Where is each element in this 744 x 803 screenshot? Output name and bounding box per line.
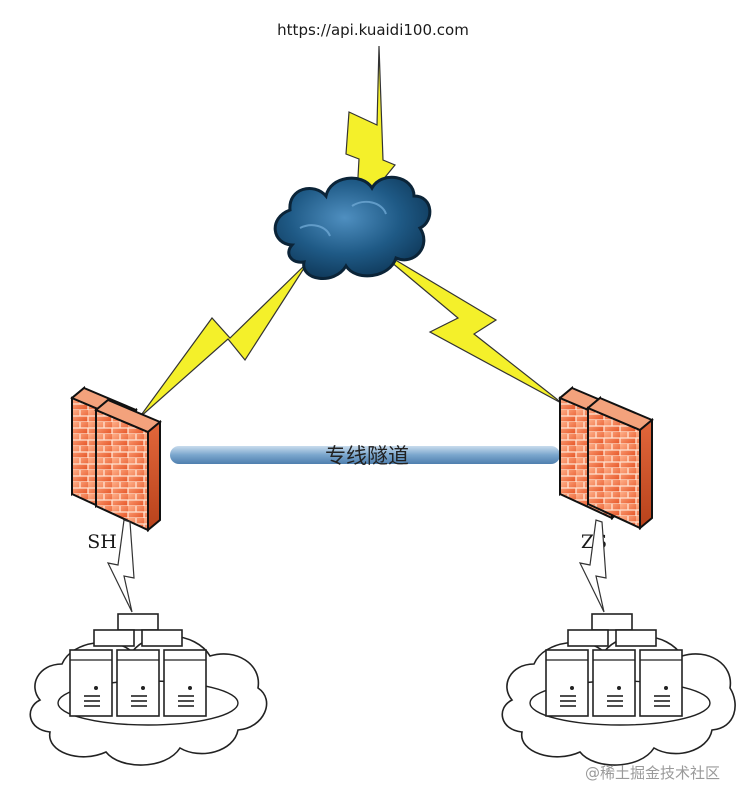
lightning-icon: [138, 261, 309, 419]
lightning-icon: [578, 519, 607, 613]
firewall-icon: [559, 387, 653, 529]
tunnel-pipe: [170, 446, 560, 464]
lightning-icon: [106, 519, 135, 613]
internet-url: https://api.kuaidi100.com: [277, 21, 469, 39]
cloud-icon: [273, 175, 432, 280]
lightning-icon: [345, 45, 396, 215]
server-icon: [69, 613, 207, 717]
watermark: @稀土掘金技术社区: [585, 764, 720, 782]
server-icon: [545, 613, 683, 717]
site-label-sh: SH: [87, 531, 117, 553]
lightning-icon: [371, 245, 564, 405]
tunnel-label: 专线隧道: [325, 444, 409, 468]
